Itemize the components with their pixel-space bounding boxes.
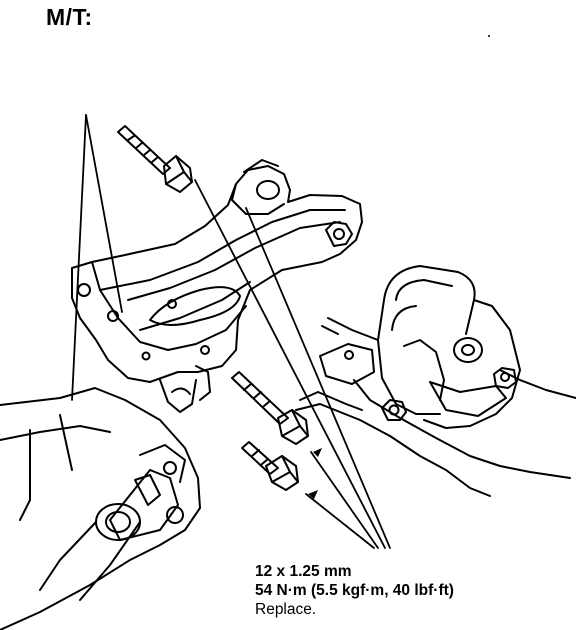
lower-bolt [242,442,298,490]
bolt-size-label: 12 x 1.25 mm [255,563,352,580]
transmission-mount-bracket [72,160,362,412]
transmission-case [0,388,200,630]
bolt-arrows [308,448,322,499]
upper-bolt [118,126,192,192]
torque-spec-label: 54 N·m (5.5 kgf·m, 40 lbf·ft) [255,582,454,599]
side-frame [296,318,576,496]
diagram-title: M/T: [46,4,93,30]
middle-bolt [232,372,308,444]
stray-mark [488,35,490,37]
leader-lines [72,115,390,548]
replace-note: Replace. [255,601,317,618]
torque-callout: 12 x 1.25 mm 54 N·m (5.5 kgf·m, 40 lbf·f… [255,562,454,619]
rubber-engine-mount [378,266,520,428]
